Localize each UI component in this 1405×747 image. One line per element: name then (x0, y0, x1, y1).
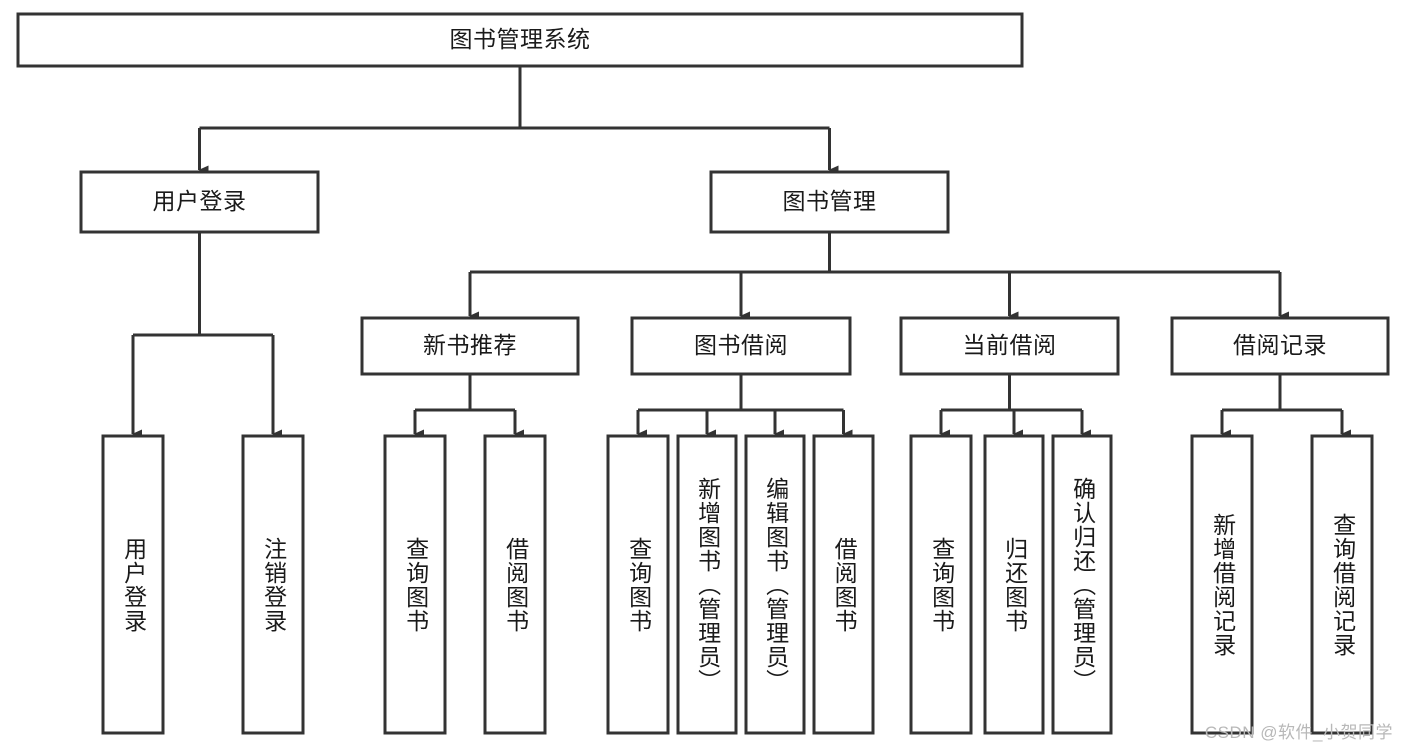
node-box-leaf-user-login[interactable] (101, 434, 165, 735)
node-box-leaf-edit-book-admin[interactable] (744, 434, 806, 735)
node-label-borrow-record: 借阅记录 (1233, 332, 1327, 358)
node-box-borrow-record[interactable] (1170, 316, 1390, 376)
node-box-leaf-query-book-3[interactable] (909, 434, 973, 735)
node-box-root[interactable] (16, 12, 1024, 68)
node-label-new-book-recommend: 新书推荐 (423, 332, 517, 358)
node-box-user-login[interactable] (79, 170, 320, 234)
node-box-book-manage[interactable] (709, 170, 950, 234)
node-box-leaf-borrow-book-1[interactable] (483, 434, 547, 735)
node-label-current-borrow: 当前借阅 (963, 332, 1057, 358)
node-label-book-borrow: 图书借阅 (694, 332, 788, 358)
watermark-text: CSDN @软件_小贺同学 (1204, 723, 1393, 742)
node-box-leaf-user-logout[interactable] (241, 434, 305, 735)
box-layer (16, 12, 1390, 735)
node-box-leaf-borrow-book-2[interactable] (812, 434, 875, 735)
node-label-user-login: 用户登录 (153, 188, 247, 214)
node-box-leaf-return-book[interactable] (983, 434, 1045, 735)
node-box-leaf-query-book-2[interactable] (606, 434, 670, 735)
node-box-leaf-add-borrow-record[interactable] (1190, 434, 1254, 735)
node-box-leaf-confirm-return-admin[interactable] (1051, 434, 1113, 735)
node-label-root: 图书管理系统 (450, 26, 591, 52)
node-box-new-book-recommend[interactable] (360, 316, 580, 376)
node-box-book-borrow[interactable] (630, 316, 852, 376)
node-label-book-manage: 图书管理 (783, 188, 877, 214)
connector-layer (131, 66, 1351, 439)
node-box-leaf-query-borrow-record[interactable] (1310, 434, 1374, 735)
node-box-leaf-query-book-1[interactable] (383, 434, 447, 735)
node-box-leaf-add-book-admin[interactable] (676, 434, 738, 735)
node-box-current-borrow[interactable] (899, 316, 1120, 376)
